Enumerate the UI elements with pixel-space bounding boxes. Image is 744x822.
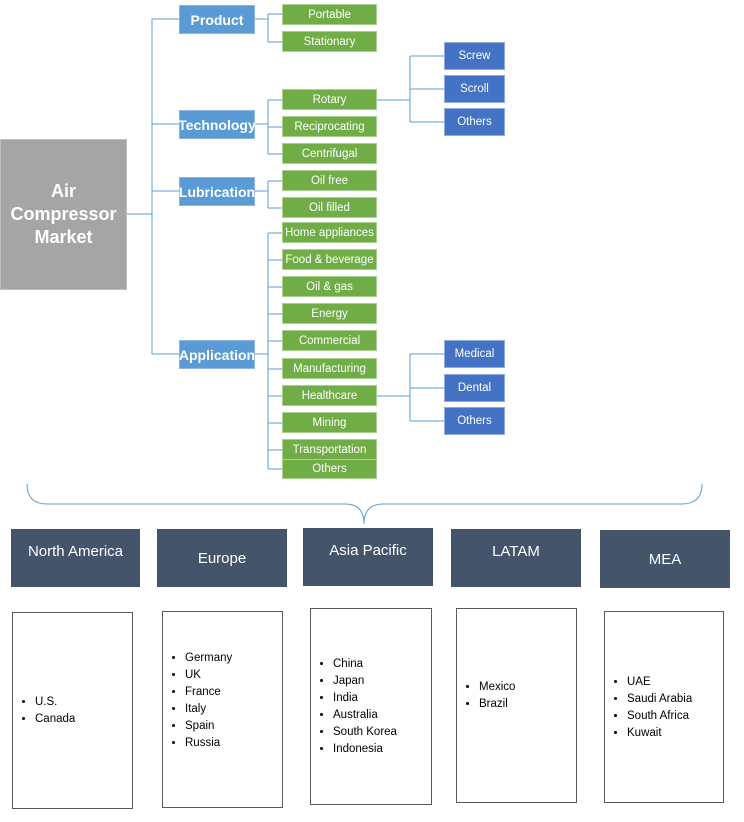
leaf-label: Stationary [303, 35, 356, 48]
country-item: U.S. [35, 694, 75, 711]
category-lubrication-label: Lubrication [178, 183, 256, 200]
region-asia-pacific: Asia Pacific [303, 528, 433, 586]
country-item: Kuwait [627, 725, 692, 742]
category-technology: Technology [178, 110, 256, 139]
countries-north-america: U.S. Canada [12, 612, 133, 809]
region-label: Europe [197, 549, 247, 567]
leaf-manufacturing: Manufacturing [282, 358, 377, 379]
leaf-rotary: Rotary [282, 89, 377, 110]
country-list: Mexico Brazil [457, 679, 515, 713]
country-item: Indonesia [333, 741, 397, 758]
country-item: South Korea [333, 724, 397, 741]
category-application: Application [179, 340, 255, 369]
region-label: Asia Pacific [329, 542, 407, 559]
country-item: India [333, 690, 397, 707]
subtype-label: Screw [458, 50, 491, 62]
country-item: Australia [333, 707, 397, 724]
country-item: UAE [627, 674, 692, 691]
root-node: Air Compressor Market [0, 139, 127, 290]
country-list: Germany UK France Italy Spain Russia [163, 650, 232, 752]
region-latam: LATAM [451, 529, 581, 587]
leaf-label: Food & beverage [285, 253, 374, 266]
leaf-commercial: Commercial [282, 330, 377, 351]
leaf-label: Oil filled [309, 201, 350, 214]
region-label: LATAM [492, 543, 540, 560]
category-lubrication: Lubrication [179, 177, 255, 206]
country-list: China Japan India Australia South Korea … [311, 656, 397, 758]
leaf-label: Others [312, 463, 347, 475]
countries-latam: Mexico Brazil [456, 608, 577, 803]
region-europe: Europe [157, 529, 287, 587]
leaf-home-appliances: Home appliances [282, 222, 377, 243]
subtype-label: Medical [454, 348, 495, 360]
region-north-america: North America [11, 529, 140, 587]
subtype-label: Others [457, 415, 492, 427]
subtype-scroll: Scroll [444, 75, 505, 103]
leaf-reciprocating: Reciprocating [282, 116, 377, 137]
subtype-healthcare-others: Others [444, 407, 505, 435]
country-item: Japan [333, 673, 397, 690]
leaf-mining: Mining [282, 412, 377, 433]
leaf-label: Healthcare [301, 389, 358, 402]
category-application-label: Application [178, 346, 256, 363]
leaf-label: Commercial [298, 334, 361, 347]
country-item: UK [185, 667, 232, 684]
category-product-label: Product [190, 11, 244, 28]
root-label: Air Compressor Market [10, 181, 117, 247]
leaf-healthcare: Healthcare [282, 385, 377, 406]
countries-europe: Germany UK France Italy Spain Russia [162, 611, 283, 808]
leaf-label: Portable [308, 8, 351, 21]
subtype-rotary-others: Others [444, 108, 505, 136]
country-item: Mexico [479, 679, 515, 696]
subtype-medical: Medical [444, 340, 505, 368]
leaf-label: Centrifugal [301, 147, 358, 160]
subtype-screw: Screw [444, 42, 505, 70]
leaf-oil-free: Oil free [282, 170, 377, 191]
leaf-energy: Energy [282, 303, 377, 324]
category-product: Product [179, 5, 255, 34]
country-list: UAE Saudi Arabia South Africa Kuwait [605, 674, 692, 742]
leaf-transportation: Transportation [282, 439, 377, 460]
category-technology-label: Technology [178, 116, 256, 133]
leaf-food-beverage: Food & beverage [282, 249, 377, 270]
leaf-application-others: Others [282, 459, 377, 479]
country-item: China [333, 656, 397, 673]
leaf-label: Rotary [312, 93, 347, 106]
subtype-dental: Dental [444, 374, 505, 402]
leaf-stationary: Stationary [282, 31, 377, 52]
leaf-portable: Portable [282, 4, 377, 25]
region-label: MEA [648, 550, 682, 568]
country-item: Italy [185, 701, 232, 718]
subtype-label: Dental [457, 382, 492, 394]
subtype-label: Scroll [460, 83, 489, 95]
country-list: U.S. Canada [13, 694, 75, 728]
leaf-label: Oil free [310, 174, 349, 187]
leaf-label: Oil & gas [306, 280, 353, 293]
subtype-label: Others [457, 116, 492, 128]
country-item: France [185, 684, 232, 701]
country-item: Spain [185, 718, 232, 735]
countries-asia-pacific: China Japan India Australia South Korea … [310, 608, 432, 805]
leaf-label: Reciprocating [294, 120, 365, 133]
leaf-label: Transportation [292, 443, 367, 456]
leaf-oil-filled: Oil filled [282, 197, 377, 218]
country-item: Canada [35, 711, 75, 728]
region-label: North America [27, 543, 124, 560]
country-item: South Africa [627, 708, 692, 725]
leaf-label: Manufacturing [293, 362, 366, 375]
country-item: Brazil [479, 696, 515, 713]
country-item: Saudi Arabia [627, 691, 692, 708]
leaf-oil-gas: Oil & gas [282, 276, 377, 297]
leaf-label: Home appliances [285, 226, 374, 239]
region-mea: MEA [600, 530, 730, 588]
leaf-label: Energy [311, 307, 348, 320]
leaf-label: Mining [312, 416, 347, 429]
country-item: Russia [185, 735, 232, 752]
countries-mea: UAE Saudi Arabia South Africa Kuwait [604, 611, 724, 803]
country-item: Germany [185, 650, 232, 667]
leaf-centrifugal: Centrifugal [282, 143, 377, 164]
